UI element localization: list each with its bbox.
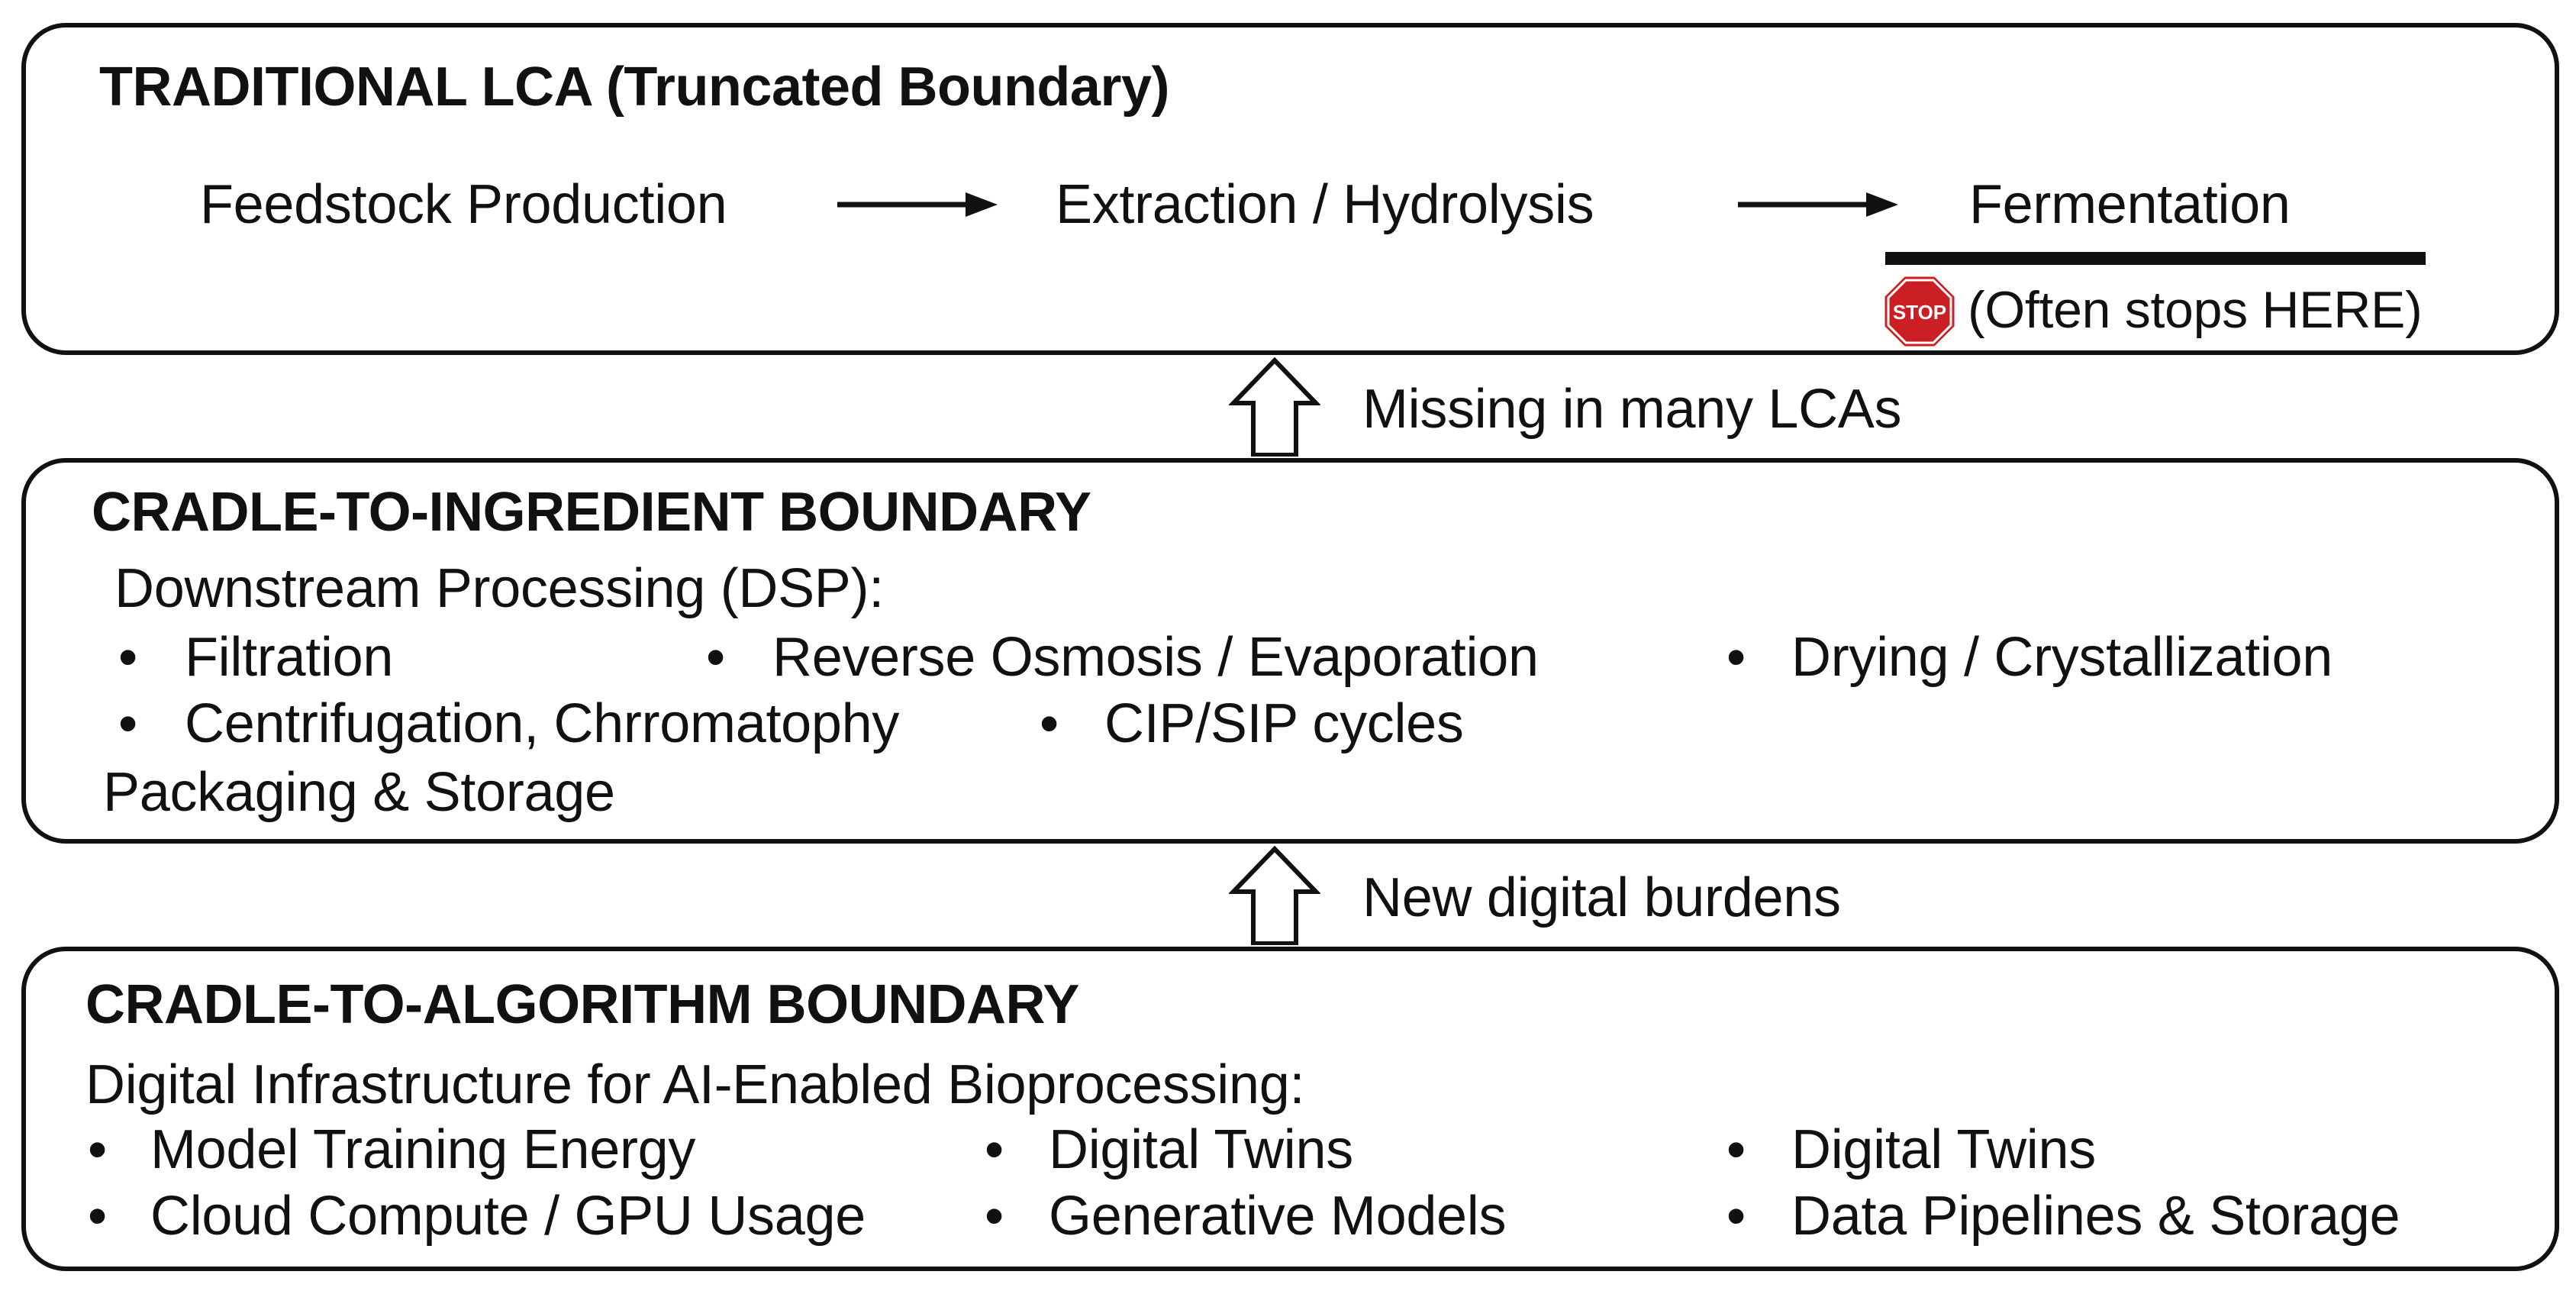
cradle-to-ingredient-panel [21,458,2559,844]
connector-label-digital: New digital burdens [1362,867,1841,928]
bullet-data-pipelines: Data Pipelines & Storage [1791,1186,2400,1247]
bullet-model-training: Model Training Energy [150,1119,696,1180]
bullet-dot: • [1726,627,1746,688]
bullet-cloud-compute: Cloud Compute / GPU Usage [150,1186,866,1247]
bullet-dot: • [706,627,726,688]
stop-sign-icon: STOP [1882,274,1957,349]
bullet-dot: • [985,1119,1004,1180]
stop-note: (Often stops HERE) [1968,281,2423,339]
bullet-dot: • [118,693,138,754]
up-arrow-1-icon [1229,357,1320,457]
step-feedstock-production: Feedstock Production [200,174,727,235]
bullet-digital-twins-2: Digital Twins [1791,1119,2096,1180]
bullet-dot: • [1726,1119,1746,1180]
bullet-dot: • [118,627,138,688]
bullet-digital-twins-1: Digital Twins [1049,1119,1353,1180]
dsp-subtitle: Downstream Processing (DSP): [114,558,884,619]
bullet-dot: • [88,1119,108,1180]
flow-arrow-2-icon [1738,192,1898,217]
bullet-drying: Drying / Crystallization [1791,627,2333,688]
bullet-dot: • [88,1186,108,1247]
bullet-reverse-osmosis: Reverse Osmosis / Evaporation [772,627,1539,688]
packaging-storage: Packaging & Storage [103,762,615,823]
connector-label-missing: Missing in many LCAs [1362,379,1902,440]
bullet-cip-sip: CIP/SIP cycles [1104,693,1464,754]
step-extraction-hydrolysis: Extraction / Hydrolysis [1056,174,1594,235]
bullet-centrifugation: Centrifugation, Chrromatophy [185,693,900,754]
cradle-to-ingredient-title: CRADLE-TO-INGREDIENT BOUNDARY [92,482,1091,543]
step-fermentation: Fermentation [1969,174,2291,235]
bullet-dot: • [1726,1186,1746,1247]
bullet-generative-models: Generative Models [1049,1186,1507,1247]
stop-sign-label: STOP [1893,301,1946,324]
bullet-filtration: Filtration [185,627,394,688]
flow-arrow-1-icon [837,192,998,217]
traditional-lca-panel [21,23,2559,355]
cradle-to-algorithm-title: CRADLE-TO-ALGORITHM BOUNDARY [85,974,1079,1035]
bullet-dot: • [1040,693,1059,754]
bullet-dot: • [985,1186,1004,1247]
truncation-line [1885,252,2426,265]
digital-infrastructure-subtitle: Digital Infrastructure for AI-Enabled Bi… [85,1054,1305,1115]
traditional-lca-title: TRADITIONAL LCA (Truncated Boundary) [99,56,1170,118]
up-arrow-2-icon [1229,846,1320,945]
cradle-to-algorithm-panel [21,947,2559,1271]
